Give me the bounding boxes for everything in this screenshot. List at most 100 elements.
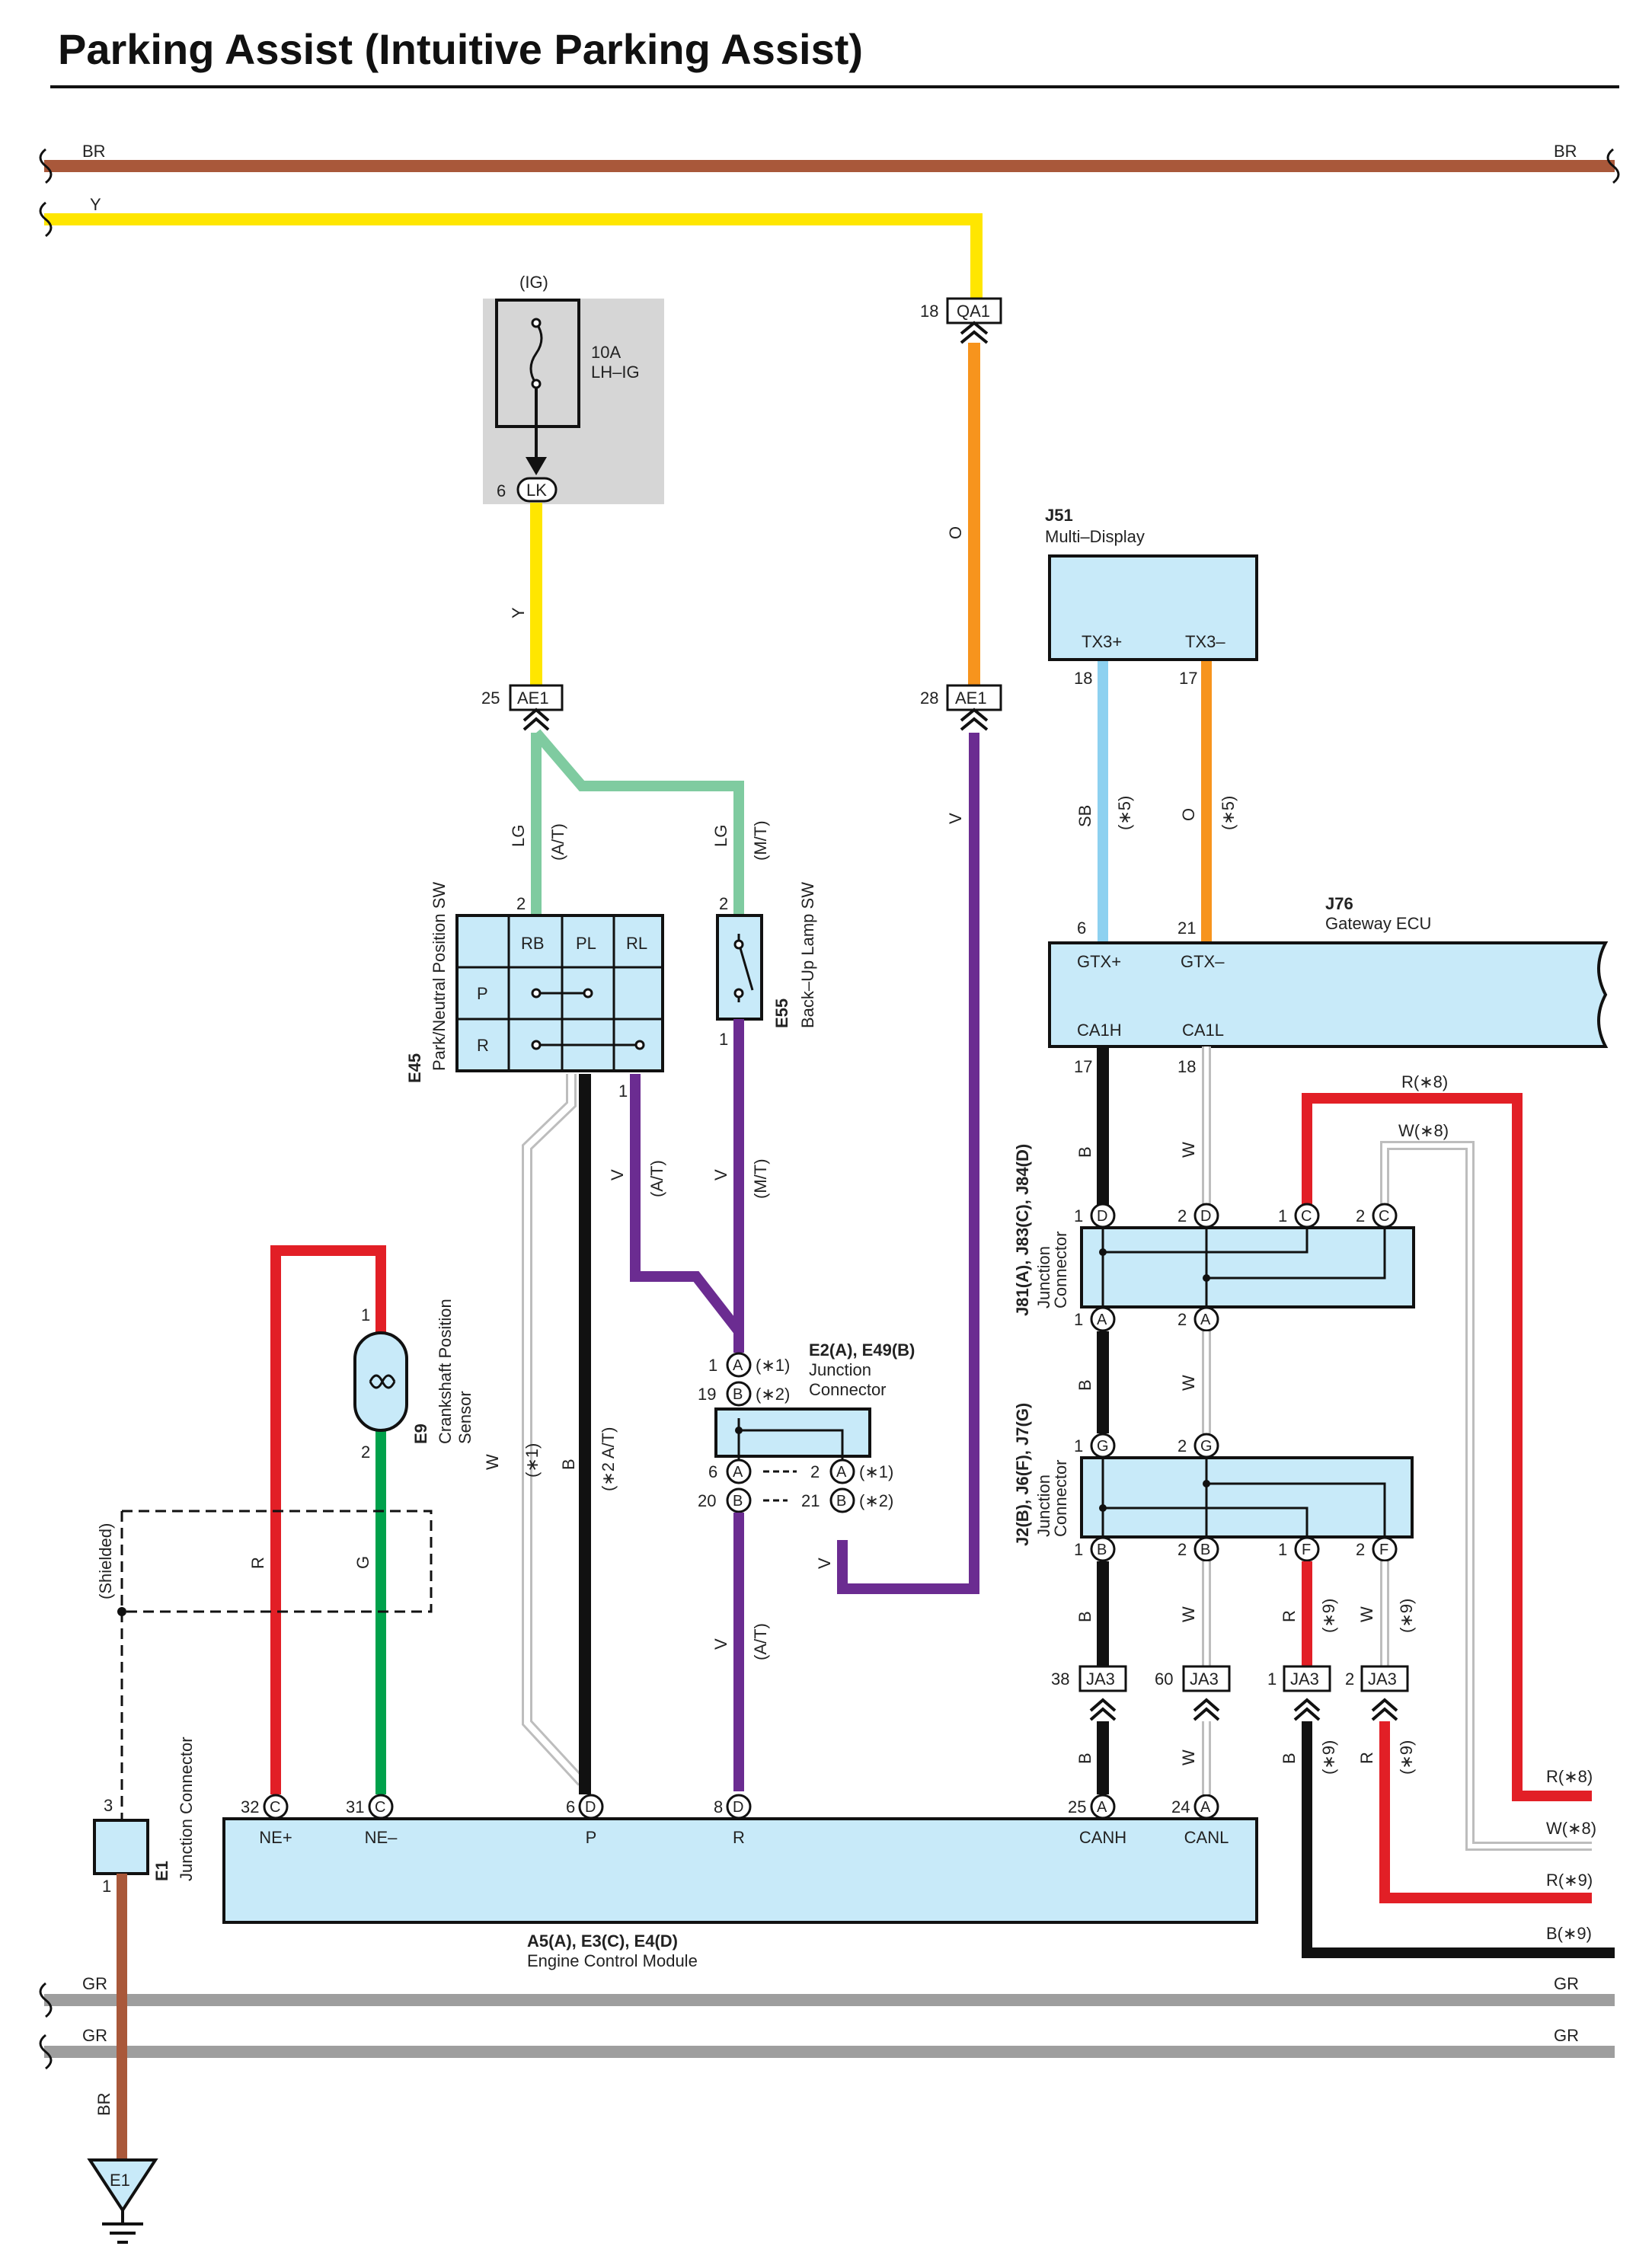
e2-note3: (∗1)	[859, 1462, 893, 1481]
j81-id: J81(A), J83(C), J84(D)	[1013, 1144, 1032, 1316]
ja3-1-pin: 1	[1267, 1669, 1277, 1689]
j51-name: Multi–Display	[1045, 527, 1145, 546]
ja3-60-arrow-icon	[1193, 1698, 1220, 1721]
o-wire-label: O	[946, 526, 965, 539]
j81-pin-d1	[1090, 1203, 1116, 1229]
v-mt-label: V	[711, 1169, 730, 1181]
ja3-1-arrow-icon	[1293, 1698, 1321, 1721]
ae1-left-connector	[509, 684, 564, 711]
break-mark-br-left	[39, 148, 53, 184]
ja3-2-label: JA3	[1368, 1669, 1397, 1689]
ecm-pin-conn: A	[1200, 1799, 1211, 1816]
o-j51-label: O	[1179, 808, 1198, 821]
j2-pin-f1	[1294, 1536, 1320, 1562]
lg-at-label: LG	[509, 825, 528, 847]
e2-note1: (∗1)	[756, 1356, 790, 1375]
j2-bus-dot-2	[1203, 1480, 1210, 1487]
b-bot2-note: (∗9)	[1319, 1740, 1338, 1775]
ecm-pin-circle	[1090, 1794, 1116, 1820]
r9-wire	[1379, 1721, 1592, 1903]
shield-box	[122, 1510, 433, 1613]
j2-b4: 2	[1356, 1540, 1365, 1559]
j2-pin-f1-label: F	[1302, 1542, 1311, 1558]
e55-switch-box	[716, 914, 763, 1021]
page-title: Parking Assist (Intuitive Parking Assist…	[58, 25, 864, 73]
lk-connector	[516, 477, 558, 503]
e9-id: E9	[411, 1423, 430, 1444]
b9-right-label: B(∗9)	[1546, 1924, 1592, 1943]
gr1-right-label: GR	[1554, 1974, 1579, 1993]
e55-terminal-top	[733, 939, 744, 950]
j81-bus-dot-2	[1203, 1274, 1210, 1282]
e2-pin-b-bottom	[726, 1487, 752, 1513]
j2-bus-dot-1	[1099, 1504, 1107, 1512]
e45-col-pl: PL	[576, 934, 596, 953]
fuse-terminal-bottom	[531, 379, 542, 389]
e1-pin1: 1	[102, 1877, 111, 1896]
ecm-pin-conn: C	[270, 1799, 280, 1816]
ecm-pin-conn: D	[733, 1799, 743, 1816]
r-wire-sensor	[270, 1245, 386, 1794]
gr2-left-label: GR	[82, 2026, 107, 2045]
e45-pin1: 1	[618, 1082, 628, 1101]
r8-right-label: R(∗8)	[1546, 1767, 1593, 1786]
shielded-label: (Shielded)	[96, 1523, 115, 1599]
ecm-name: Engine Control Module	[527, 1951, 698, 1970]
j81-pin-a2	[1193, 1306, 1219, 1332]
e2-pin-b-top-label: B	[733, 1386, 743, 1403]
j2-id: J2(B), J6(F), J7(G)	[1013, 1403, 1032, 1546]
r-bot2-label: R	[1357, 1752, 1376, 1764]
v-wire-ae1-e2	[837, 733, 979, 1594]
j81-pin-a2-label: A	[1200, 1312, 1211, 1328]
e1-ground-label: E1	[110, 2171, 130, 2190]
e45-col-rl: RL	[626, 934, 647, 953]
ecm-pin-conn: C	[375, 1799, 385, 1816]
g-sensor-label: G	[353, 1556, 372, 1569]
ecm-pin-number: 31	[346, 1797, 364, 1816]
j2-name1: Junction	[1034, 1475, 1053, 1537]
e55-pin-top: 2	[719, 894, 728, 913]
e2-pin-b-right-label: B	[836, 1493, 846, 1510]
w-bot1-label: W	[1179, 1749, 1198, 1765]
e9-pin2: 2	[361, 1443, 370, 1462]
ja3-1-label: JA3	[1290, 1669, 1319, 1689]
fuse-terminal-top	[531, 318, 542, 328]
lg-wire-mt	[532, 729, 744, 915]
j2-junction-box	[1080, 1456, 1414, 1538]
w-j2-label: W	[1179, 1375, 1198, 1391]
e2-pin-a-bottom	[726, 1459, 752, 1484]
w-j81-label: W	[1179, 1142, 1198, 1158]
j81-pin-d1-label: D	[1097, 1208, 1107, 1225]
j81-t4: 2	[1356, 1206, 1365, 1225]
fuse-icon	[529, 322, 543, 385]
ecm-pin-name: CANL	[1184, 1828, 1229, 1847]
j81-t3: 1	[1278, 1206, 1287, 1225]
j2-pin-b2-label: B	[1200, 1542, 1210, 1558]
qa1-label: QA1	[957, 302, 990, 321]
e9-name1: Crankshaft Position	[436, 1299, 455, 1444]
ecm-pin-name: P	[586, 1828, 597, 1847]
ecm-pin-name: NE+	[259, 1828, 292, 1847]
e45-contact-p-b	[583, 988, 593, 998]
j51-tx3m: TX3–	[1185, 632, 1225, 651]
w-ja2-note: (∗9)	[1397, 1599, 1416, 1633]
j76-name: Gateway ECU	[1325, 914, 1431, 933]
j81-b2: 2	[1177, 1310, 1187, 1329]
ecm-id: A5(A), E3(C), E4(D)	[527, 1931, 678, 1951]
e45-pin-top: 2	[516, 894, 526, 913]
j81-b1: 1	[1074, 1310, 1083, 1329]
fuse-rating: 10A	[591, 343, 621, 362]
title-rule	[50, 85, 1619, 88]
e2-bus-dot	[735, 1427, 743, 1434]
j2-b1: 1	[1074, 1540, 1083, 1559]
j81-bus-bars	[1101, 1229, 1386, 1307]
b-bot1-label: B	[1075, 1753, 1094, 1764]
ja3-60-label: JA3	[1190, 1669, 1219, 1689]
e45-contact-p-a	[531, 988, 542, 998]
ecm-pin-number: 32	[241, 1797, 259, 1816]
b-mid-note: (∗2 A/T)	[599, 1427, 618, 1491]
lk-connector-label: LK	[526, 481, 547, 500]
ae1-left-label: AE1	[517, 689, 549, 708]
w-wire-e45-ecm-core	[524, 1074, 584, 1785]
